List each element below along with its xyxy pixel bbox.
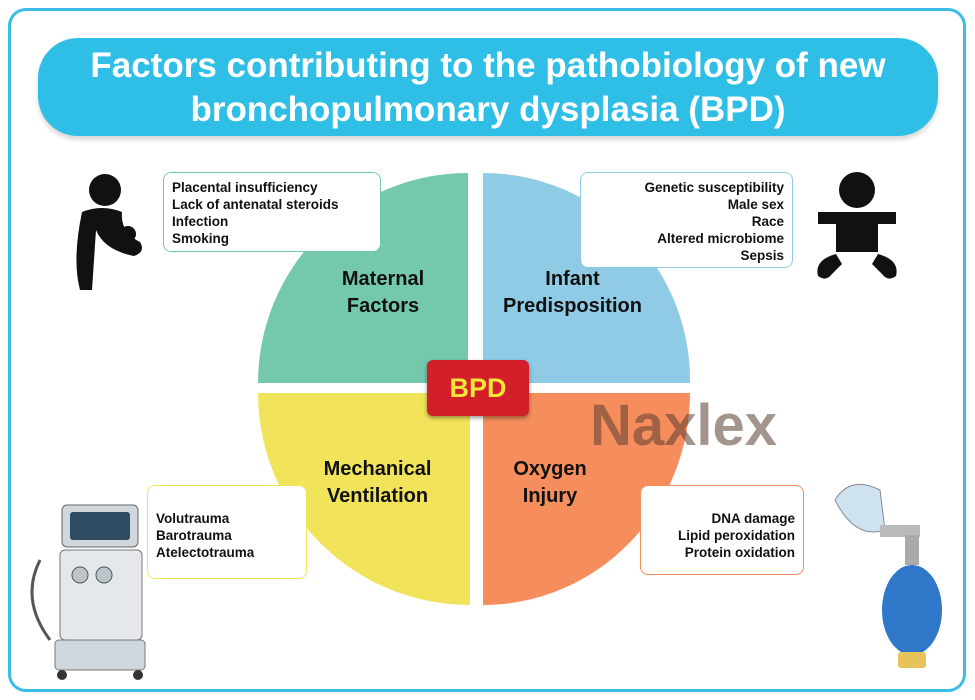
factor-item: Lipid peroxidation [678, 528, 795, 543]
quadrant-ventilation [258, 393, 470, 605]
bag-valve-mask-icon [834, 483, 942, 668]
mother-baby-icon [76, 174, 142, 290]
factor-item: Male sex [727, 197, 784, 212]
factor-item: Placental insufficiency [172, 180, 318, 195]
factor-item: Race [751, 214, 784, 229]
maternal-factors-box: Placental insufficiency Lack of antenata… [163, 172, 381, 252]
factor-item: Protein oxidation [684, 545, 795, 560]
factor-item: Smoking [172, 231, 230, 246]
oxygen-injury-box: DNA damage Lipid peroxidation Protein ox… [640, 485, 804, 575]
infant-predisposition-box: Genetic susceptibility Male sex Race Alt… [580, 172, 793, 268]
mechanical-ventilation-box: Volutrauma Barotrauma Atelectotrauma [147, 485, 307, 579]
factor-item: Volutrauma [156, 511, 230, 526]
quadrant-maternal [258, 173, 468, 383]
factor-item: Barotrauma [156, 528, 232, 543]
factor-item: Sepsis [740, 248, 784, 263]
watermark: Naxlex [590, 393, 778, 458]
factor-item: DNA damage [711, 511, 795, 526]
diagram-frame [8, 8, 966, 692]
factor-item: Infection [172, 214, 229, 229]
factor-item: Genetic susceptibility [644, 180, 784, 195]
quadrant-infant [483, 173, 691, 383]
factor-item: Lack of antenatal steroids [172, 197, 339, 212]
factor-item: Atelectotrauma [156, 545, 255, 560]
baby-icon [817, 172, 897, 279]
diagram-title: Factors contributing to the pathobiology… [38, 38, 938, 136]
factor-item: Altered microbiome [657, 231, 784, 246]
bpd-center-badge: BPD [427, 360, 529, 416]
ventilator-icon [30, 504, 146, 680]
quadrant-oxygen [483, 393, 690, 605]
